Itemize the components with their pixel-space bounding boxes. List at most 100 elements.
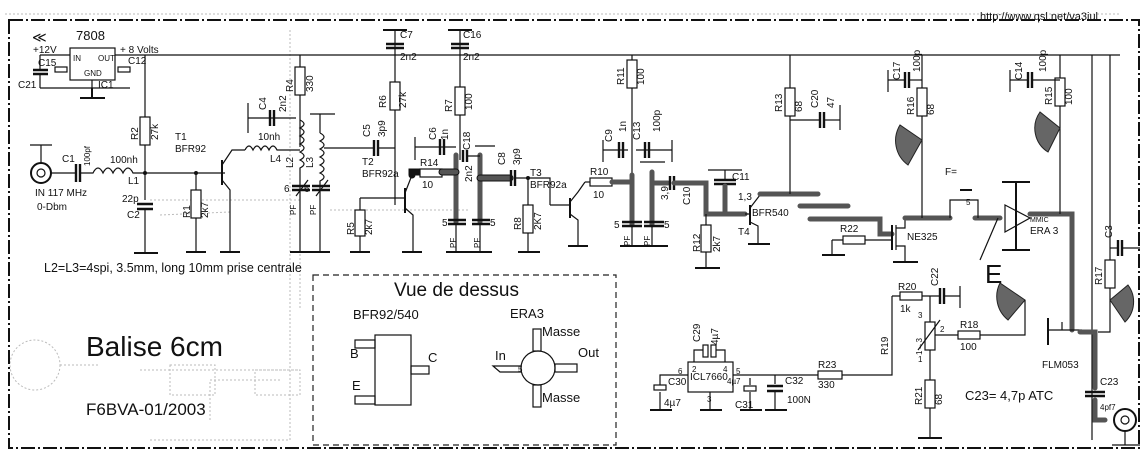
- r4-value: 330: [305, 75, 316, 92]
- c4-value: 2n2: [278, 95, 289, 112]
- pf-label: PF: [309, 205, 318, 215]
- pf-label: PF: [473, 238, 482, 248]
- c13-label: C13: [632, 121, 643, 140]
- r11-value: 100: [636, 68, 647, 85]
- c22-label: C22: [930, 267, 941, 286]
- title-author: F6BVA-01/2003: [86, 400, 206, 419]
- r17-label: R17: [1094, 266, 1105, 285]
- pin-e-label: E: [352, 378, 361, 393]
- c23-value: 4pf7: [1100, 403, 1116, 412]
- r14-value: 10: [422, 180, 434, 191]
- mmic-era3: MMIC ERA 3 R15 100 C14 100p: [1002, 49, 1093, 440]
- mmic-body: [520, 350, 556, 386]
- c11-value: 1,3: [738, 192, 752, 203]
- antenna-arrow-icon: ≪: [32, 29, 47, 45]
- c2-label: C2: [127, 210, 140, 221]
- c6-label: C6: [428, 127, 439, 140]
- input-label: IN 117 MHz: [35, 188, 87, 199]
- flm053-part: FLM053: [1042, 360, 1079, 371]
- t2-part: BFR92a: [362, 169, 399, 180]
- source-url[interactable]: http://www.qsl.net/va3iul: [980, 11, 1098, 23]
- pinout-title: Vue de dessus: [394, 280, 519, 301]
- trim-value: 6: [304, 184, 310, 195]
- c30-label: C30: [668, 377, 687, 388]
- r22-label: R22: [840, 224, 859, 235]
- r12-value: 2k7: [712, 235, 723, 252]
- coil-note: L2=L3=4spi, 3.5mm, long 10mm prise centr…: [44, 261, 302, 275]
- r8-label: R8: [513, 217, 524, 230]
- t1-part: BFR92: [175, 144, 207, 155]
- t1-label: T1: [175, 132, 187, 143]
- r15-label: R15: [1044, 86, 1055, 105]
- c29-label: C29: [692, 323, 703, 342]
- r8-value: 2K7: [533, 212, 544, 230]
- pf-label: PF: [289, 205, 298, 215]
- l3-label: L3: [305, 156, 316, 168]
- l1-label: L1: [128, 176, 140, 187]
- r10-label: R10: [590, 167, 609, 178]
- regulator-label: 7808: [76, 28, 105, 43]
- trim-value: 6: [284, 184, 290, 195]
- radial-stub: [895, 124, 923, 166]
- mmic-pinout-title: ERA3: [510, 306, 544, 321]
- l4-label: L4: [270, 154, 282, 165]
- r21-value: 68: [934, 393, 945, 405]
- output-stage: FLM053 C23 4pf7 R17 C3: [1042, 55, 1140, 446]
- trim-value: 5: [442, 218, 448, 229]
- transistor-t4: C11 1,3 R12 2k7 BFR540 T4 R13 68 C20 47: [692, 55, 895, 269]
- r19-label: R19: [880, 336, 891, 355]
- t4-part: BFR540: [752, 208, 789, 219]
- c5-value: 3p9: [377, 120, 388, 137]
- ghost-traces: [5, 13, 1120, 441]
- pin-dot-marker: 5: [518, 365, 523, 374]
- c20-value: 47: [826, 96, 837, 108]
- radial-stub: [1034, 111, 1061, 153]
- r5-value: 2k7: [364, 218, 375, 235]
- r18-label: R18: [960, 320, 979, 331]
- r18-value: 100: [960, 342, 977, 353]
- pin-out: OUT: [98, 54, 115, 63]
- c13-value: 100p: [652, 109, 663, 132]
- title-main: Balise 6cm: [86, 331, 223, 362]
- outer-frame: [8, 19, 1140, 449]
- l2-label: L2: [285, 156, 296, 168]
- transistor-body: [374, 334, 412, 406]
- r23-value: 330: [818, 380, 835, 391]
- r10-value: 10: [593, 190, 605, 201]
- c8-value: 3p9: [512, 148, 523, 165]
- t3-label: T3: [530, 168, 542, 179]
- r11-label: R11: [616, 67, 627, 85]
- c17-value: 100p: [912, 49, 923, 72]
- pot-pin: 2: [940, 325, 945, 334]
- pin-out-label: Out: [578, 345, 599, 360]
- input-level: 0-Dbm: [37, 202, 67, 213]
- c5-label: C5: [362, 124, 373, 137]
- r12-label: R12: [692, 233, 703, 252]
- r6-value: 27k: [398, 91, 409, 108]
- pin-gnd: GND: [84, 69, 102, 78]
- r20-label: R20: [898, 282, 917, 293]
- mmic-type: MMIC: [1030, 217, 1049, 224]
- r21-label: R21: [914, 386, 925, 405]
- icl7660-part: ICL7660: [690, 372, 728, 383]
- t3-part: BFR92a: [530, 180, 567, 191]
- pinout-panel: Vue de dessus BFR92/540 B E C ERA3 Masse…: [312, 274, 617, 446]
- pf-label: PF: [643, 236, 652, 246]
- c9-label: C9: [604, 129, 615, 142]
- filter-stage-2: R11 100 C9 1n C13 100p 5 5 PF PF 3,9 C10: [602, 55, 748, 247]
- r6-label: R6: [378, 95, 389, 108]
- ic-pin: 4: [723, 365, 728, 374]
- tank-l2-l3: R4 330 C4 2n2 L2 L3 6 6 PF PF: [247, 55, 335, 253]
- trim-value: 5: [490, 218, 496, 229]
- c29-value: 4µ7: [710, 328, 721, 345]
- pin-masse-bottom: Masse: [542, 390, 580, 405]
- era3-part: ERA 3: [1030, 226, 1059, 237]
- c31-value: 4µ7: [727, 377, 741, 386]
- c32-label: C32: [785, 376, 804, 387]
- trim-value: 5: [614, 220, 620, 231]
- c2-value: 22p: [122, 194, 139, 205]
- pot-pin: 1→3: [915, 338, 924, 355]
- r13-label: R13: [774, 93, 785, 112]
- output-voltage: + 8 Volts: [120, 45, 159, 56]
